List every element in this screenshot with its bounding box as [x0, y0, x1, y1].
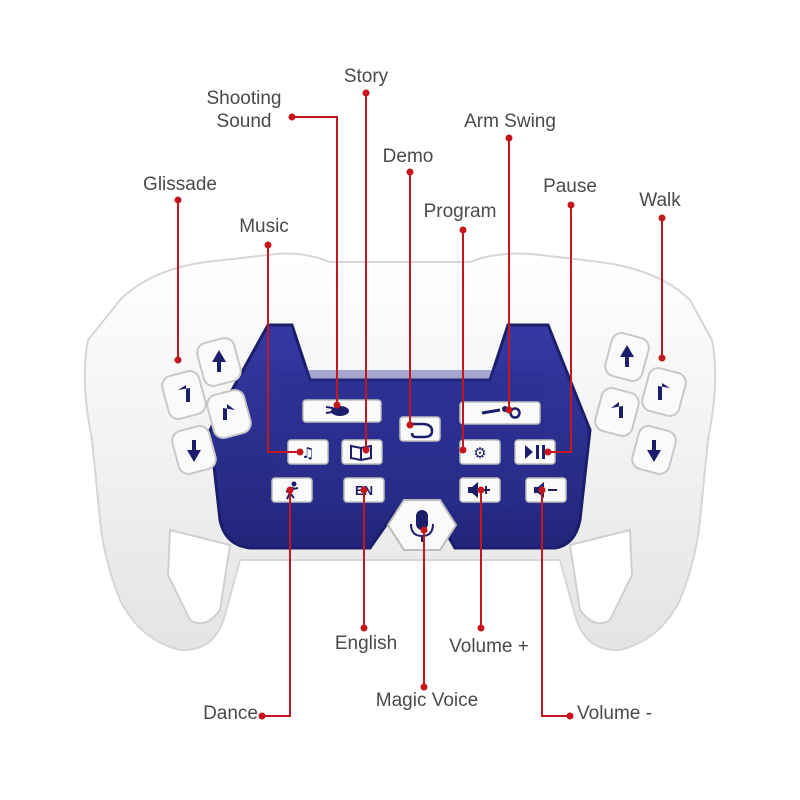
- label-story: Story: [343, 66, 389, 87]
- shooting-icon: [325, 406, 349, 416]
- story-button[interactable]: [341, 439, 383, 465]
- program-button[interactable]: ⚙: [459, 439, 501, 465]
- label-shooting-sound: Shooting Sound: [206, 88, 282, 132]
- turn-right-icon: [223, 404, 235, 420]
- play-pause-icon: [525, 445, 545, 459]
- microphone-icon: [410, 510, 434, 542]
- turn-left-icon: [178, 385, 190, 402]
- arrow-up-icon: [620, 345, 634, 367]
- turn-right-icon: [658, 383, 670, 400]
- walk-right-button[interactable]: [640, 366, 688, 418]
- label-dance: Dance: [203, 703, 258, 724]
- label-volume-minus: Volume -: [577, 703, 652, 724]
- pause-button[interactable]: [514, 439, 556, 465]
- label-program: Program: [423, 201, 497, 222]
- demo-icon: [408, 422, 434, 439]
- label-demo: Demo: [382, 146, 434, 167]
- label-volume-plus: Volume +: [449, 636, 529, 657]
- shooting-button[interactable]: [302, 399, 382, 423]
- arm-swing-button[interactable]: [459, 401, 541, 425]
- glissade-right-button[interactable]: [205, 388, 253, 440]
- walk-left-button[interactable]: [593, 386, 641, 438]
- demo-button[interactable]: [399, 416, 441, 442]
- right-dpad: [593, 331, 688, 476]
- walk-down-button[interactable]: [630, 424, 678, 476]
- walk-up-button[interactable]: [603, 331, 651, 383]
- label-magic-voice: Magic Voice: [375, 690, 479, 711]
- gear-icon: ⚙: [473, 444, 486, 462]
- turn-left-icon: [611, 402, 623, 418]
- glissade-down-button[interactable]: [170, 424, 218, 476]
- label-glissade: Glissade: [143, 174, 217, 195]
- glissade-up-button[interactable]: [195, 336, 243, 388]
- glissade-left-button[interactable]: [160, 369, 208, 421]
- label-english: English: [334, 633, 398, 654]
- music-button[interactable]: ♫: [287, 439, 329, 465]
- label-arm-swing: Arm Swing: [464, 111, 556, 132]
- label-walk: Walk: [639, 190, 681, 211]
- arrow-down-icon: [647, 440, 661, 462]
- music-note-icon: ♫: [301, 444, 314, 462]
- arrow-up-icon: [212, 350, 226, 372]
- leader-lines: [174, 89, 666, 720]
- label-music: Music: [239, 216, 289, 237]
- book-icon: [350, 444, 372, 462]
- magic-voice-button[interactable]: [386, 499, 458, 551]
- left-dpad: [160, 336, 253, 476]
- volume-down-button[interactable]: [525, 477, 567, 503]
- arrow-down-icon: [187, 440, 201, 462]
- label-pause: Pause: [543, 176, 597, 197]
